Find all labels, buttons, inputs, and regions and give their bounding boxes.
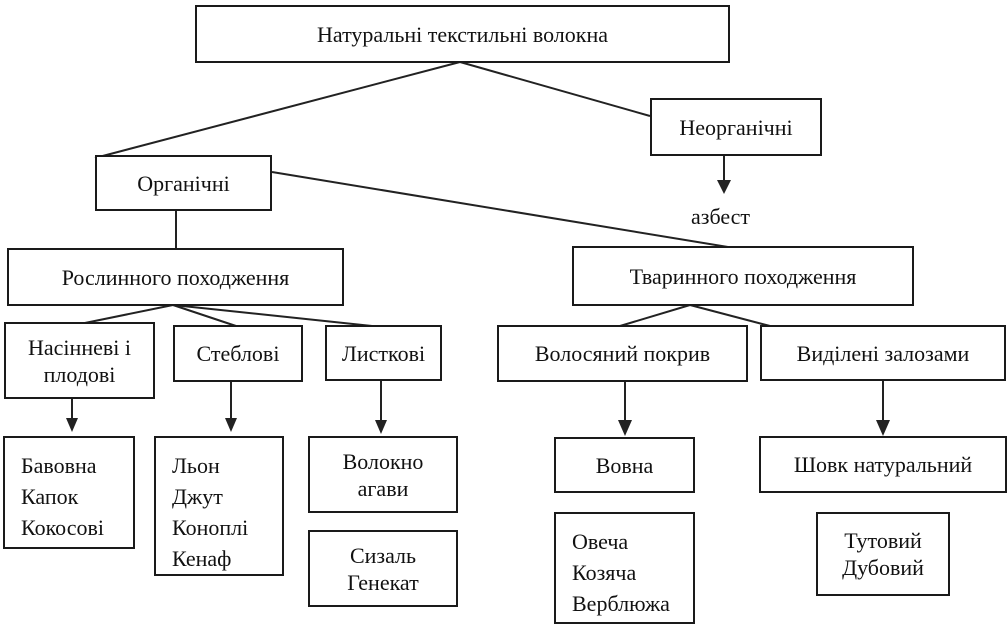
silk-example-1: Тутовий [844,528,922,553]
arrow-stem-examples [225,418,237,432]
arrow-gland-silk [876,420,890,436]
edge-root-organic [94,61,461,159]
seed-example-3: Кокосові [21,515,104,540]
stem-example-1: Льон [172,453,220,478]
arrow-hair-wool [618,420,632,436]
node-plant-origin: Рослинного походження [7,248,344,306]
arrow-seed-examples [66,418,78,432]
node-stem: Стеблові [173,325,303,382]
agave-example-2: Генекат [347,569,419,595]
node-leaf: Листкові [325,325,442,381]
node-animal-origin: Тваринного походження [572,246,914,306]
stem-example-2: Джут [172,484,223,509]
asbestos-label: азбест [691,204,751,229]
animal-origin-label: Тваринного походження [629,263,857,289]
node-gland-secreted: Виділені залозами [760,325,1006,381]
node-wool-examples: Овеча Козяча Верблюжа [554,512,695,624]
seed-fruit-line-2: плодові [43,361,116,387]
node-silk-examples: Тутовий Дубовий [816,512,950,596]
edge-animal-hair [619,304,691,327]
node-seed-fruit: Насінневі і плодові [4,322,155,399]
silk-label: Шовк натуральний [793,452,973,477]
wool-example-1: Овеча [572,529,629,554]
arrow-asbestos [717,180,731,194]
edge-animal-gland [689,304,771,327]
organic-label: Органічні [137,170,230,196]
node-hair-cover: Волосяний покрив [497,325,748,382]
agave-fiber-line-1: Волокно [342,448,424,474]
node-silk: Шовк натуральний [759,436,1007,493]
stem-label: Стеблові [196,341,280,366]
edge-plant-seed [79,304,174,325]
node-stem-examples: Льон Джут Коноплі Кенаф [154,436,284,576]
wool-example-2: Козяча [572,560,637,585]
stem-example-3: Коноплі [172,515,249,540]
node-agave-fiber: Волокно агави [308,436,458,513]
wool-example-3: Верблюжа [572,591,670,616]
silk-example-2: Дубовий [842,555,924,580]
node-organic: Органічні [95,155,272,211]
hair-cover-label: Волосяний покрив [534,341,711,366]
node-inorganic: Неорганічні [650,98,822,156]
node-wool: Вовна [554,437,695,493]
plant-origin-label: Рослинного походження [61,264,290,290]
edge-organic-animal [271,171,735,249]
node-seed-examples: Бавовна Капок Кокосові [3,436,135,549]
wool-label: Вовна [595,452,654,478]
arrow-leaf-agave [375,420,387,434]
root-label: Натуральні текстильні волокна [317,21,608,47]
seed-example-1: Бавовна [21,453,97,478]
node-agave-examples: Сизаль Генекат [308,530,458,607]
edge-plant-stem [172,304,237,327]
agave-fiber-line-2: агави [357,475,409,501]
seed-fruit-line-1: Насінневі і [28,334,131,360]
stem-example-4: Кенаф [172,546,232,571]
edge-plant-leaf [172,304,373,327]
gland-secreted-label: Виділені залозами [796,340,970,366]
inorganic-label: Неорганічні [679,114,793,140]
seed-example-2: Капок [21,484,79,509]
node-root: Натуральні текстильні волокна [195,5,730,63]
edge-root-inorganic [459,61,651,117]
leaf-label: Листкові [341,340,426,366]
agave-example-1: Сизаль [349,542,417,568]
